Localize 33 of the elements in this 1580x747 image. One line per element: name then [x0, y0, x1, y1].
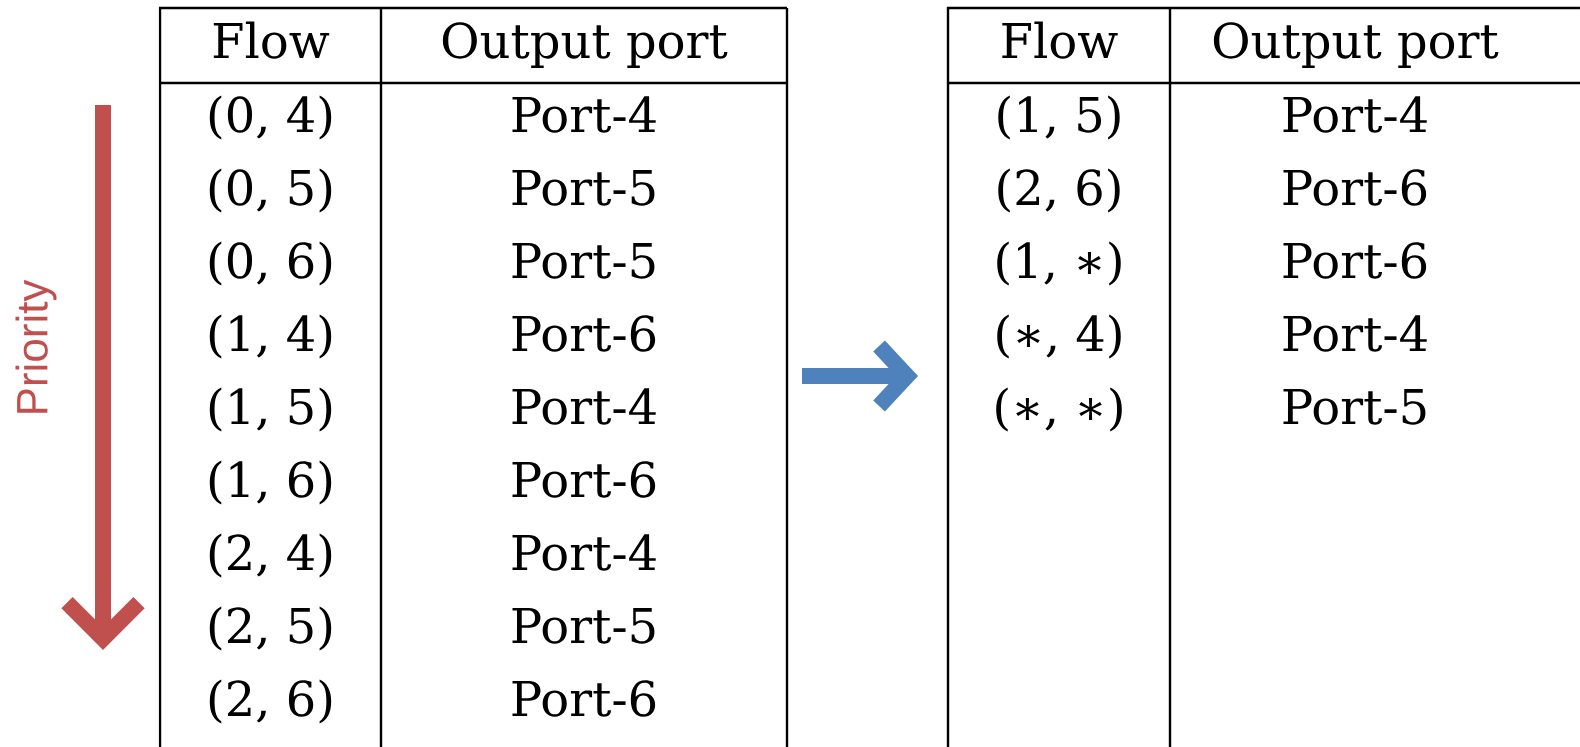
table-cell: (2, 6) [209, 679, 332, 724]
table-cell: (2, 5) [209, 606, 332, 651]
table-cell: Port-4 [1283, 315, 1427, 352]
table-cell: Port-6 [512, 680, 656, 717]
table-cell: Port-6 [512, 315, 656, 352]
axis-label: Priority [15, 279, 57, 413]
table-cell: Port-6 [1283, 169, 1427, 206]
table-cell: (2, 6) [998, 168, 1120, 213]
table-cell: Port-4 [1283, 96, 1427, 133]
table-cell: (1, ∗) [997, 241, 1121, 286]
table-cell: Port-4 [512, 96, 656, 133]
table-cell: (1, 6) [209, 460, 332, 505]
table-cell: (1, 4) [209, 314, 332, 359]
table-cell: Port-4 [512, 388, 656, 425]
table-cell: (0, 5) [209, 168, 332, 213]
table-cell: (1, 5) [209, 387, 332, 432]
column-header: Output port [442, 22, 728, 68]
table-cell: Port-5 [512, 170, 655, 206]
table-cell: Port-6 [512, 461, 656, 498]
table-cell: (1, 5) [998, 95, 1120, 140]
column-header: Flow [1002, 21, 1118, 59]
table-cell: (0, 6) [209, 241, 332, 286]
table-cell: Port-6 [1283, 242, 1427, 279]
table-cell: (∗, 4) [997, 314, 1121, 359]
table-cell: Port-5 [1283, 389, 1426, 425]
table-cell: Port-4 [512, 534, 656, 571]
table-cell: Port-5 [512, 608, 655, 644]
table-cell: (2, 4) [209, 533, 332, 578]
column-header: Flow [213, 21, 330, 59]
table-cell: Port-5 [512, 243, 655, 279]
table-cell: (∗, ∗) [996, 387, 1122, 432]
table-cell: (0, 4) [209, 95, 332, 140]
column-header: Output port [1213, 22, 1499, 68]
